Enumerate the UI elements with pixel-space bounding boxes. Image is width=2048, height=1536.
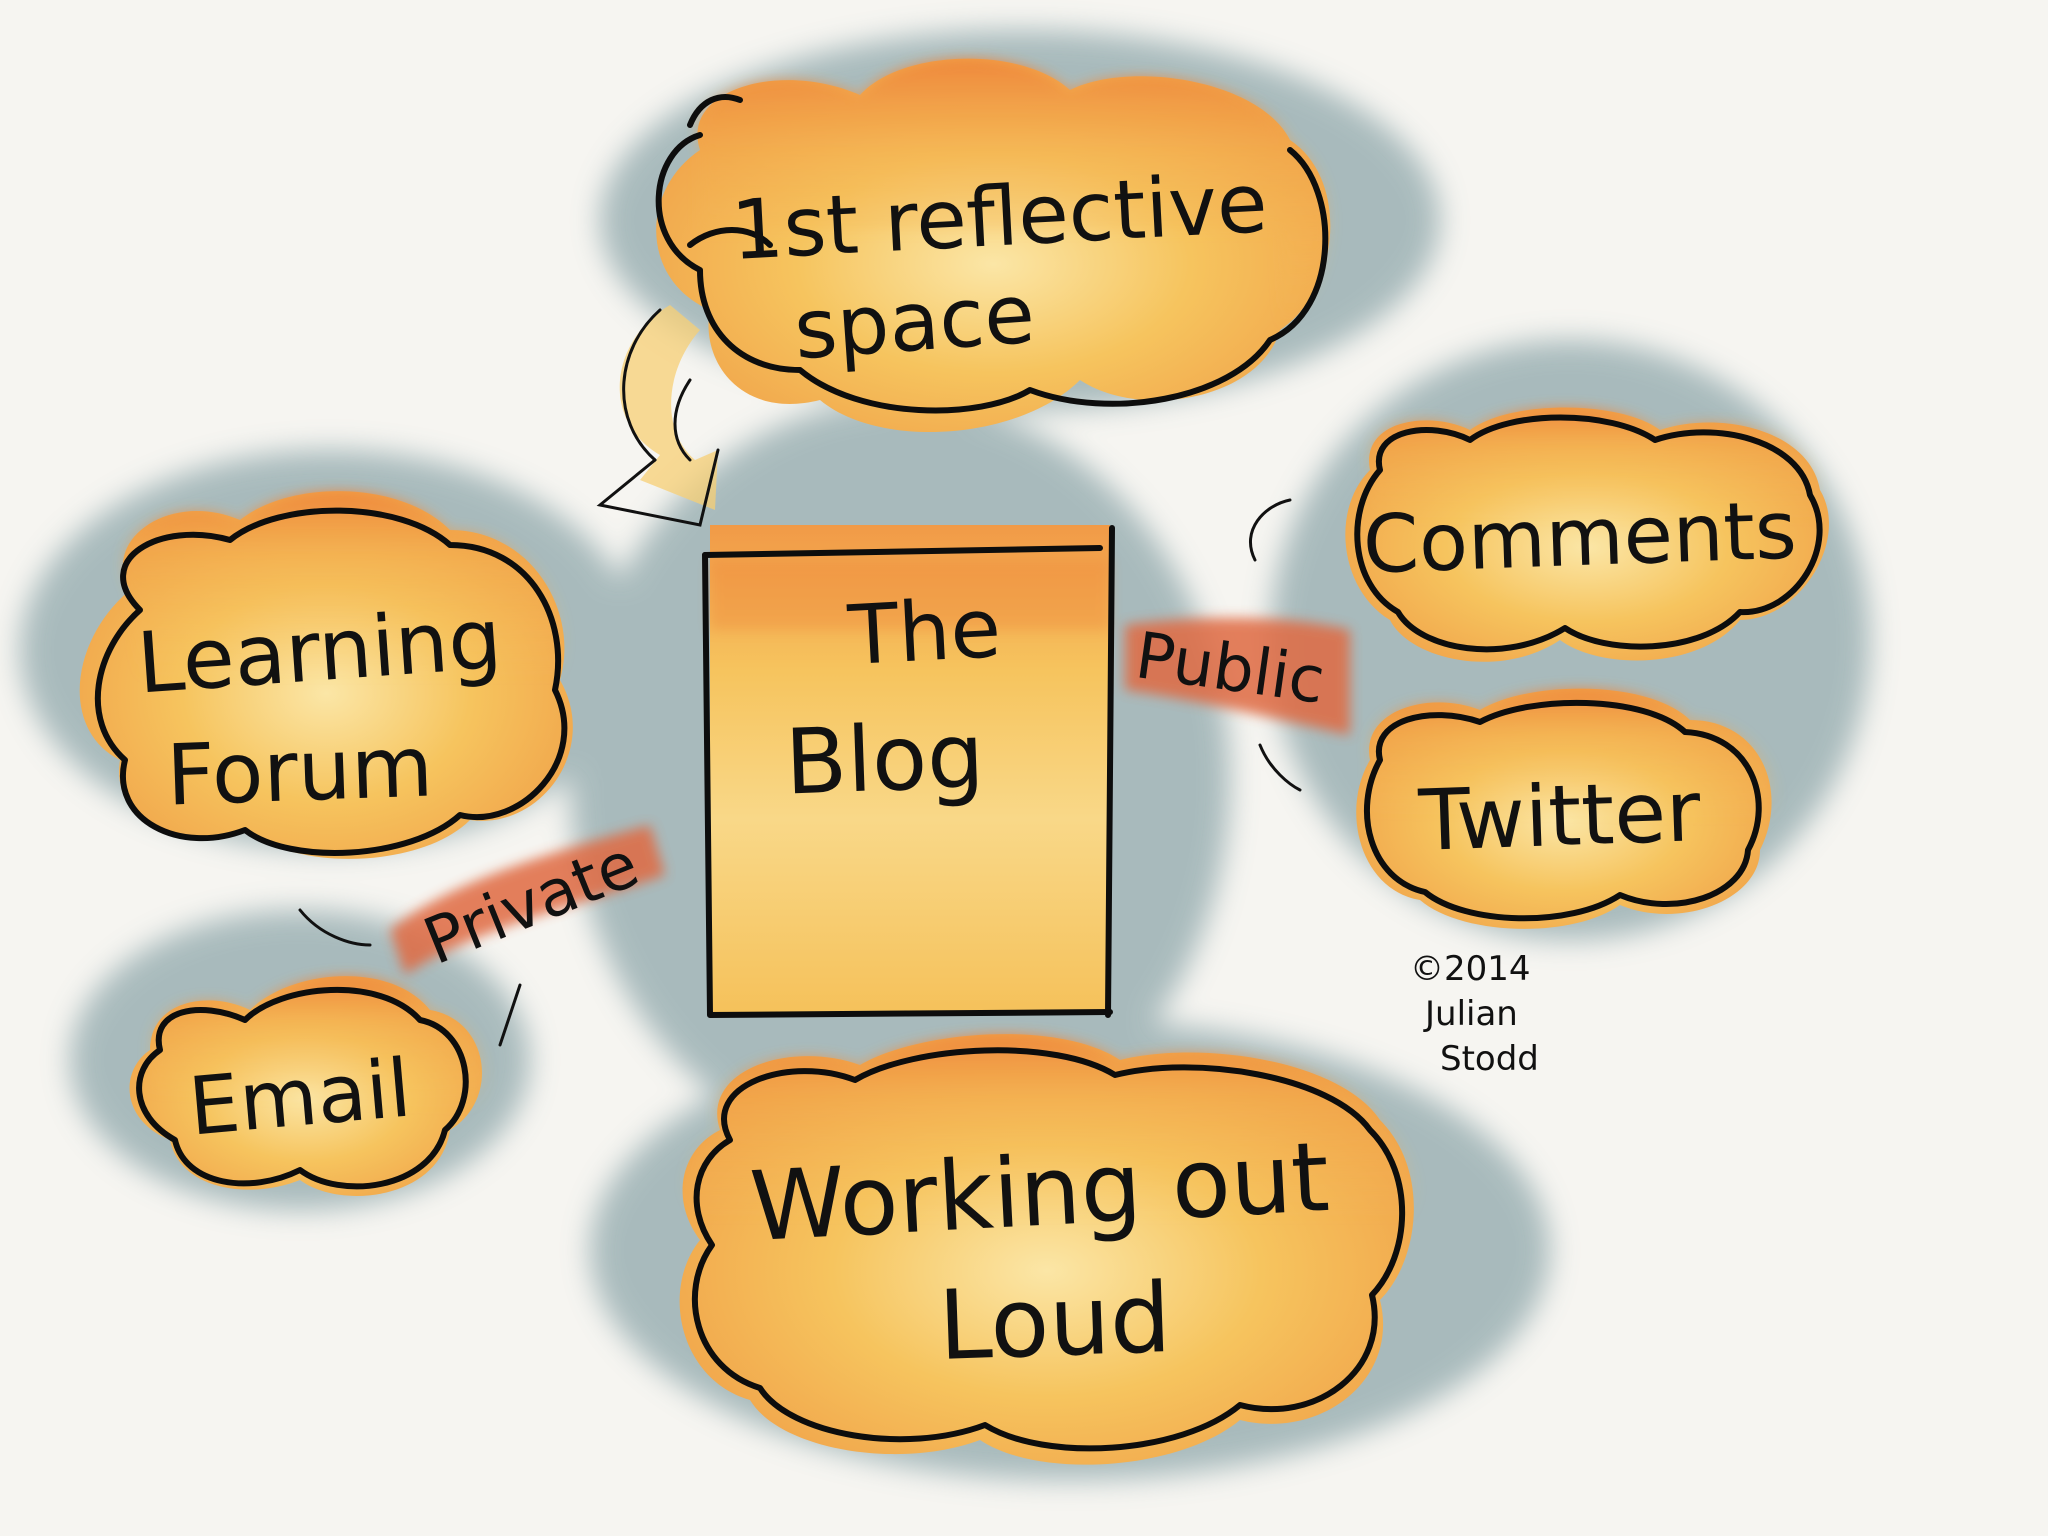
cloud-comments: Comments: [1345, 407, 1829, 662]
reflective-line2: space: [791, 267, 1038, 379]
comments-label: Comments: [1361, 483, 1798, 591]
node-blog: The Blog: [702, 525, 1115, 1018]
arrow-reflective-to-blog: [596, 305, 720, 527]
connector-blog-twitter: [1258, 743, 1302, 792]
learning-forum-line2: Forum: [165, 717, 435, 824]
email-label: Email: [185, 1042, 414, 1154]
credit-line2: Julian: [1423, 994, 1518, 1034]
working-line2: Loud: [937, 1262, 1173, 1382]
blog-line2: Blog: [783, 704, 985, 816]
cloud-reflective-space: 1st reflective space: [655, 58, 1331, 433]
connector-blog-comments: [1248, 498, 1292, 562]
cloud-learning-forum: Learning Forum: [79, 491, 573, 859]
cloud-twitter: Twitter: [1356, 688, 1777, 929]
cloud-working-out-loud: Working out Loud: [679, 1034, 1416, 1465]
credit-line3: Stodd: [1440, 1039, 1539, 1079]
connector-email-private: [498, 983, 522, 1047]
blog-line1: The: [845, 581, 1003, 684]
credit-line1: ©2014: [1410, 949, 1531, 989]
twitter-label: Twitter: [1416, 762, 1702, 870]
cloud-email: Email: [129, 976, 487, 1196]
connector-forum-email: [298, 908, 372, 947]
credit: ©2014 Julian Stodd: [1410, 949, 1539, 1079]
tag-public: Public: [1125, 618, 1350, 735]
